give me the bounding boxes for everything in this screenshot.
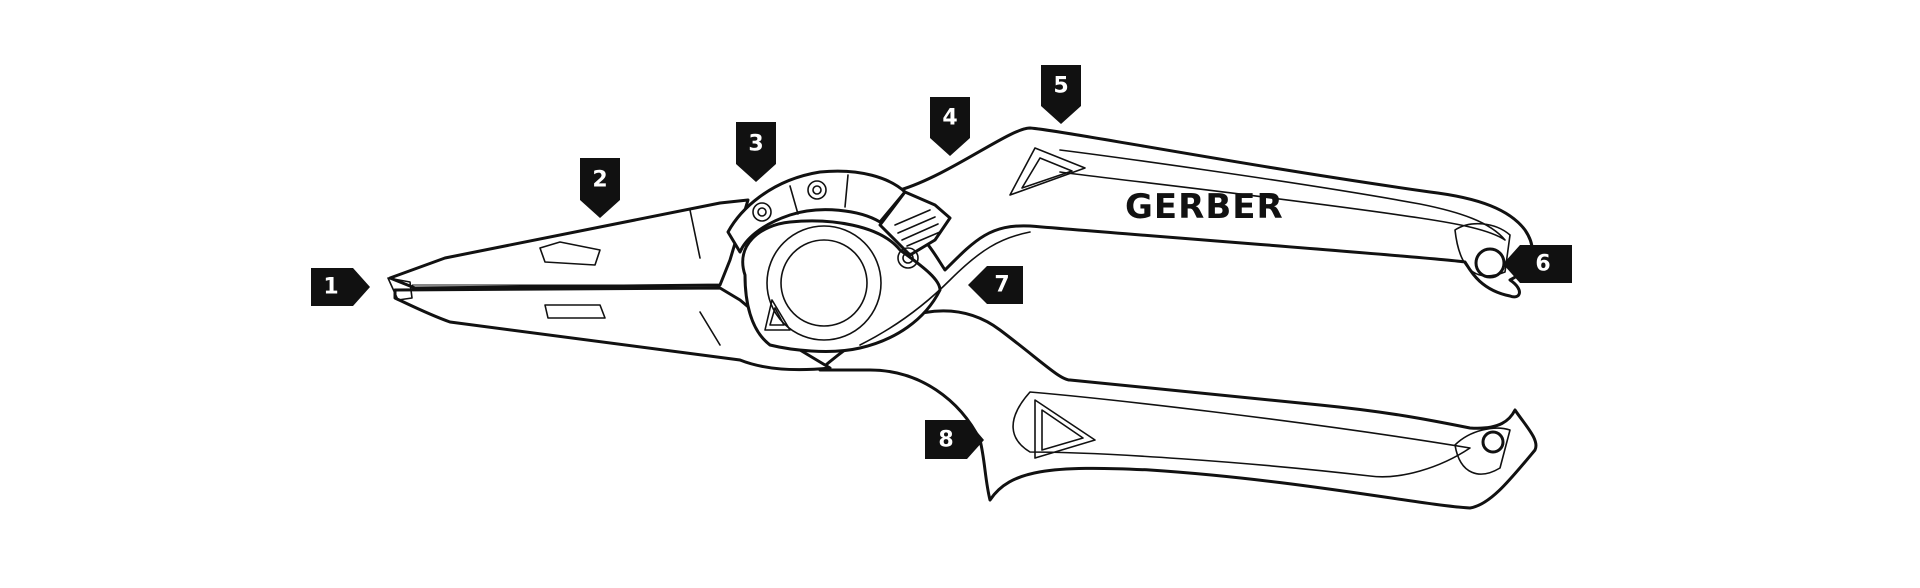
callout-4: 4	[930, 97, 970, 156]
upper-handle-end-plate	[1454, 222, 1511, 277]
pivot-outer-ring	[766, 225, 882, 341]
callout-4-label: 4	[942, 106, 957, 131]
pivot-left-cutout-inner	[769, 307, 785, 326]
callout-3-marker	[736, 122, 776, 182]
jaw-lower-facet	[544, 304, 606, 319]
crossover-line	[859, 231, 1031, 346]
pivot-inner-ring	[780, 239, 868, 327]
upper-handle-cutout	[1009, 147, 1086, 196]
cutter-screw-1-inner	[757, 207, 767, 217]
brand-logo: GERBER	[1125, 187, 1284, 227]
callout-5: 5	[1041, 65, 1081, 124]
callout-6: 6	[1503, 245, 1572, 283]
upper-handle	[898, 126, 1534, 299]
spring-arm	[878, 190, 952, 257]
callout-2-label: 2	[592, 168, 607, 193]
spring-pin	[897, 247, 919, 269]
callout-7-marker	[968, 266, 1023, 304]
cutter-screw-2	[807, 180, 827, 200]
lower-handle-inner	[1012, 391, 1471, 478]
cutter-divider	[789, 174, 849, 215]
callout-8: 8	[925, 420, 984, 459]
lower-handle-cutout	[1034, 399, 1096, 459]
spring-serrations	[894, 209, 941, 247]
cutter-screw-1	[752, 202, 772, 222]
upper-handle-cutout-inner	[1021, 157, 1073, 189]
callout-1: 1	[311, 268, 370, 306]
callout-3-label: 3	[748, 132, 763, 157]
callout-5-label: 5	[1053, 74, 1068, 99]
lower-handle-end-plate	[1454, 427, 1511, 475]
pivot-left-cutout	[764, 299, 791, 331]
callout-7-label: 7	[994, 273, 1009, 298]
callout-7: 7	[968, 266, 1023, 304]
spring-pin-inner	[902, 252, 914, 264]
callout-3: 3	[736, 122, 776, 182]
callout-1-label: 1	[323, 275, 338, 300]
lower-handle-cutout-inner	[1041, 409, 1084, 451]
lower-lanyard-hole	[1481, 430, 1505, 454]
callout-2-marker	[580, 158, 620, 218]
callout-2: 2	[580, 158, 620, 218]
callout-4-marker	[930, 97, 970, 156]
callout-5-marker	[1041, 65, 1081, 124]
jaw-ridge	[689, 209, 721, 346]
callout-1-marker	[311, 268, 370, 306]
callout-6-label: 6	[1535, 252, 1550, 277]
upper-lanyard-hole	[1474, 247, 1506, 279]
callout-8-marker	[925, 420, 984, 459]
jaw-tip	[387, 277, 413, 301]
callout-8-label: 8	[938, 428, 953, 453]
jaw-serrations	[412, 284, 690, 290]
cutter-screw-2-inner	[812, 185, 822, 195]
callout-6-marker	[1503, 245, 1572, 283]
jaw-lower	[393, 286, 832, 372]
upper-handle-inner	[1059, 149, 1506, 241]
jaw-upper-facet	[539, 241, 601, 266]
lower-handle	[818, 309, 1538, 510]
